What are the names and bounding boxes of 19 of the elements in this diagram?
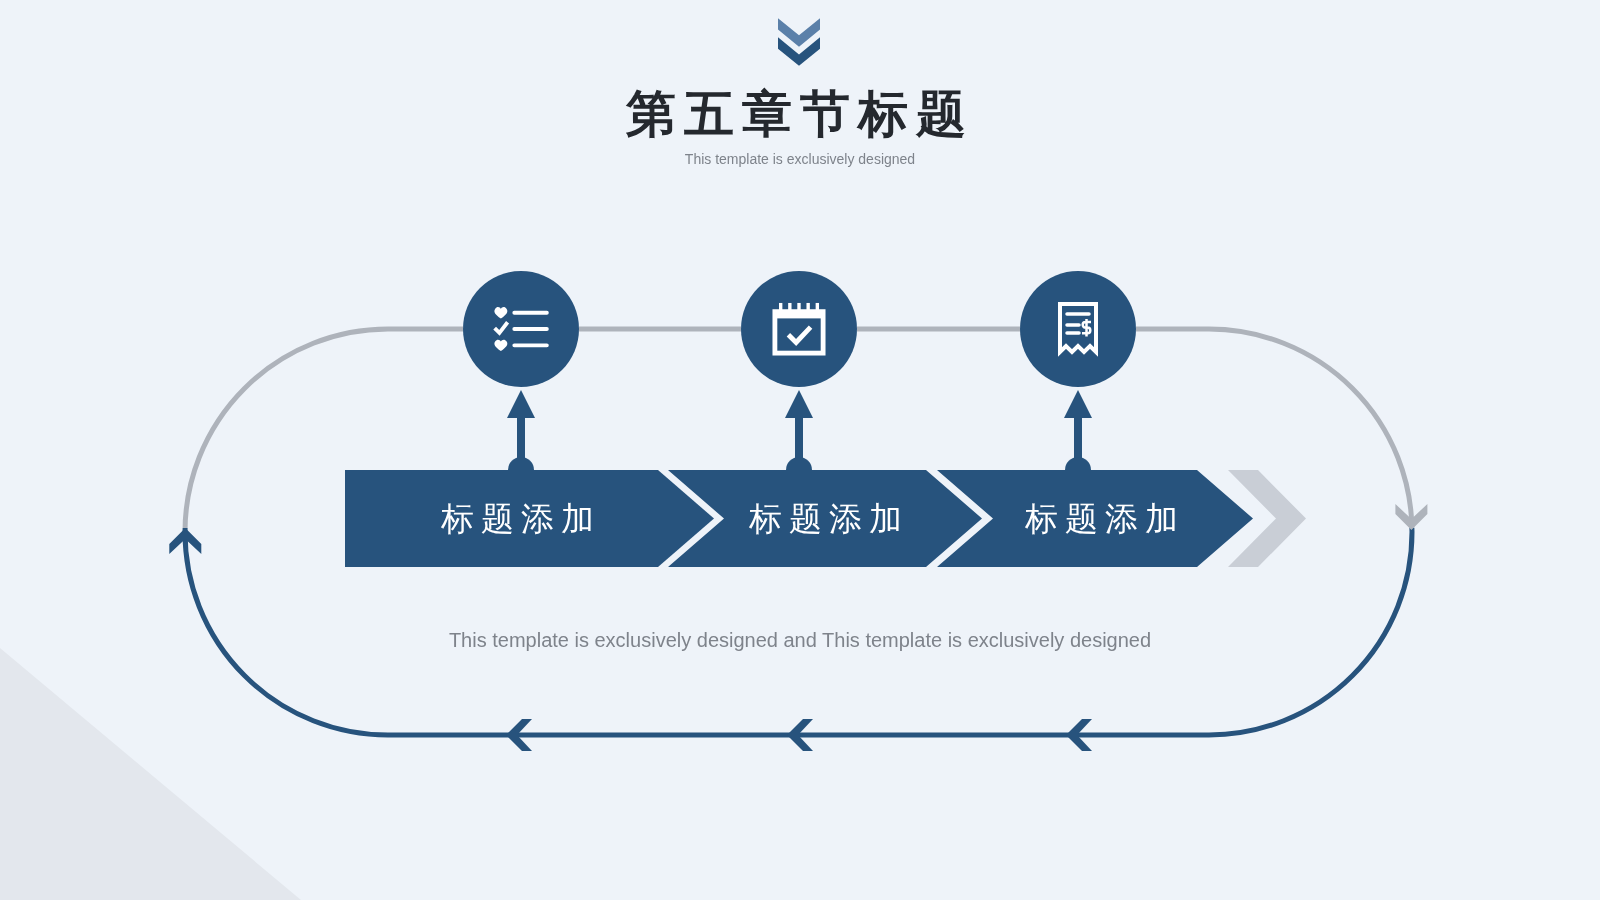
connector-line (579, 326, 741, 332)
arrow (507, 390, 535, 470)
title: 第五章节标题 (626, 84, 974, 144)
step-label: 标题添加 (749, 498, 909, 539)
subtitle: This template is exclusively designed (684, 150, 916, 169)
step-banner (668, 470, 982, 567)
step-label: 标题添加 (441, 498, 601, 539)
step-banner (937, 470, 1253, 567)
icon-circle (463, 271, 579, 387)
icon-circle (741, 271, 857, 387)
arrow (785, 390, 813, 470)
step-banner (345, 470, 714, 567)
connector-line (857, 326, 1020, 332)
arrow (1064, 390, 1092, 470)
chevron-shape (1228, 470, 1306, 567)
loop-arrow (169, 326, 1428, 751)
icon-circle (1020, 271, 1136, 387)
step-label: 标题添加 (1025, 498, 1185, 539)
description-text: This template is exclusively designed and This template is exclusively designed (448, 628, 1152, 653)
